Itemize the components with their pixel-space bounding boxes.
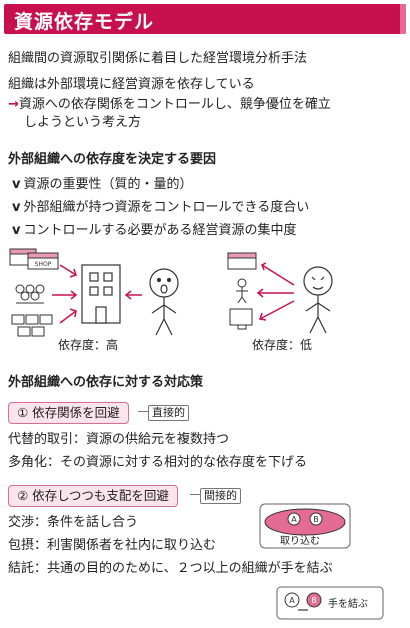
arrow-icon [124,290,142,300]
response-coalition: 結託：共通の目的のために、２つ以上の組織が手を結ぶ [8,561,333,576]
intro-line-1: 組織間の資源取引関係に着目した経営環境分析手法 [8,51,308,66]
person-icon [303,266,333,334]
person-small-icon [236,278,248,304]
high-dependency-label: 依存度：高 [58,338,119,352]
shop-label: SHOP [35,261,52,268]
response-negotiate: 交渉：条件を話し合う [8,515,139,530]
factor-text: 資源の重要性（質的・量的） [23,177,193,192]
tag-connector [138,411,148,412]
title-bar: 資源依存モデル [4,4,406,34]
response-alternative: 代替的取引：資源の供給元を複数持つ [8,432,230,447]
person-icon [149,268,179,336]
responses-heading: 外部組織への依存に対する対応策 [8,375,204,390]
shop-icon [227,252,257,270]
intro-line-2: 組織は外部環境に経営資源を依存している [8,77,255,92]
join-illustration: A B 手を結ぶ [276,586,384,620]
shop-icon: SHOP [9,248,59,270]
person-a-label: A [289,596,295,605]
absorb-illustration: A B 取り込む [259,503,351,549]
computer-icon [229,308,253,330]
arrow-icon [52,264,78,324]
low-dependency-label: 依存度：低 [252,338,313,352]
computer-icon [11,314,53,337]
direct-avoid-pill: ① 依存関係を回避 [8,402,129,424]
intro-line-3: →資源への依存関係をコントロールし、競争優位を確立 [8,96,331,114]
response-absorb: 包摂：利害関係者を社内に取り込む [8,538,217,553]
factor-text: コントロールする必要がある経営資源の集中度 [23,223,297,238]
arrow-icon [256,262,295,321]
check-icon: v [12,223,21,238]
join-label: 手を結ぶ [328,597,368,610]
intro-line-3a: 資源への依存関係をコントロールし、競争優位を確立 [18,97,331,112]
factors-heading: 外部組織への依存度を決定する要因 [8,152,217,167]
absorb-label: 取り込む [280,535,320,547]
people-group-icon [15,284,45,304]
intro-line-3b: しようという考え方 [24,115,142,130]
page-title: 資源依存モデル [14,11,155,33]
building-icon [81,264,121,324]
low-dependency-illustration [227,252,333,334]
check-icon: v [12,200,21,215]
direct-tag: 直接的 [148,405,189,421]
person-a-label: A [291,515,297,524]
indirect-control-pill: ② 依存しつつも支配を回避 [8,485,178,507]
check-icon: v [12,177,21,192]
high-dependency-illustration: SHOP [9,248,179,337]
indirect-tag: 間接的 [200,488,241,504]
person-b-label: B [311,596,317,605]
response-diversify: 多角化：その資源に対する相対的な依存度を下げる [8,455,308,470]
factor-text: 外部組織が持つ資源をコントロールできる度合い [23,200,310,215]
tag-connector [190,494,200,495]
arrow-icon: → [8,97,19,112]
person-b-label: B [313,515,319,524]
title-stripe [400,4,406,34]
